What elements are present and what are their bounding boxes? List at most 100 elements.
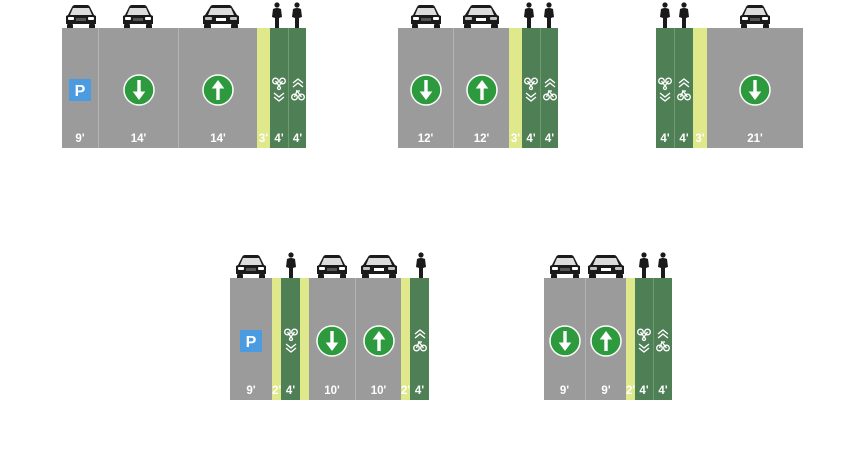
vehicle-car-rear bbox=[202, 4, 240, 30]
sharrow-down-icon bbox=[272, 76, 286, 104]
lane-strip: 12' 12' 3' 4' 4' bbox=[398, 28, 558, 148]
cross-section-4: P 9' 2' 4' 10' 10' 2' 4' bbox=[230, 250, 430, 400]
parking-sign-text: P bbox=[75, 83, 86, 100]
lane-bike: 4' bbox=[656, 28, 674, 148]
lane-parking: P 9' bbox=[62, 28, 98, 148]
lane-travel: 12' bbox=[453, 28, 509, 148]
lane-bike: 4' bbox=[288, 28, 306, 148]
cyclist-icon bbox=[658, 252, 668, 279]
lane-travel: 10' bbox=[309, 278, 355, 400]
sharrow-up-icon bbox=[412, 327, 427, 355]
car-front-icon bbox=[550, 255, 580, 279]
arrow-down-icon bbox=[739, 74, 771, 107]
lane-width-label: 4' bbox=[414, 385, 425, 397]
lane-width-label: 4' bbox=[544, 133, 555, 145]
lane-width-label: 9' bbox=[246, 385, 256, 397]
arrow-up-icon bbox=[465, 74, 498, 107]
lane-strip: 9' 9' 2' 4' 4' bbox=[544, 278, 672, 400]
cross-section-5: 9' 9' 2' 4' 4' bbox=[544, 250, 674, 400]
lane-width-label: 21' bbox=[747, 133, 763, 145]
sharrow-up-icon bbox=[542, 76, 557, 104]
lane-width-label: 2' bbox=[401, 385, 411, 397]
lane-buffer: 2' bbox=[401, 278, 410, 400]
lane-bike: 4' bbox=[635, 278, 653, 400]
lane-width-label: 4' bbox=[639, 385, 649, 397]
lane-parking: P 9' bbox=[230, 278, 272, 400]
car-front-icon bbox=[236, 255, 266, 279]
lane-width-label: 9' bbox=[559, 385, 570, 397]
lane-width-label: 4' bbox=[660, 133, 670, 145]
cross-section-1: P 9' 14' 14' 3' 4' 4' bbox=[62, 0, 306, 150]
cyclist-icon bbox=[679, 2, 689, 29]
vehicle-car-rear bbox=[360, 254, 398, 280]
lane-buffer bbox=[300, 278, 309, 400]
arrow-up-icon bbox=[362, 325, 395, 358]
vehicle-cyclist bbox=[522, 2, 536, 30]
arrow-down-icon bbox=[409, 74, 442, 107]
vehicle-car-front bbox=[739, 4, 771, 30]
sharrow-down-icon bbox=[658, 76, 672, 104]
lane-bike: 4' bbox=[270, 28, 288, 148]
vehicle-cyclist bbox=[637, 252, 651, 280]
lane-buffer: 3' bbox=[693, 28, 707, 148]
cyclist-icon bbox=[524, 2, 534, 29]
vehicle-car-front bbox=[65, 4, 97, 30]
lane-width-label: 4' bbox=[526, 133, 536, 145]
car-rear-icon bbox=[588, 255, 624, 279]
vehicle-cyclist bbox=[677, 2, 691, 30]
lane-bike: 4' bbox=[410, 278, 429, 400]
arrow-down-icon bbox=[548, 325, 581, 358]
arrow-down-icon bbox=[316, 325, 348, 358]
car-front-icon bbox=[740, 5, 770, 29]
lane-travel: 10' bbox=[355, 278, 401, 400]
car-rear-icon bbox=[203, 5, 239, 29]
car-rear-icon bbox=[463, 5, 499, 29]
lane-travel: 14' bbox=[98, 28, 178, 148]
lane-width-label: 3' bbox=[695, 133, 705, 145]
parking-sign-icon: P bbox=[69, 79, 91, 102]
vehicle-cyclist bbox=[656, 252, 670, 280]
lane-bike: 4' bbox=[281, 278, 300, 400]
sharrow-down-icon bbox=[283, 327, 298, 355]
lane-buffer: 2' bbox=[272, 278, 281, 400]
sharrow-down-icon bbox=[524, 76, 538, 104]
lane-width-label: 2' bbox=[272, 385, 282, 397]
cyclist-icon bbox=[660, 2, 670, 29]
lane-width-label: 4' bbox=[285, 385, 296, 397]
lane-width-label: 10' bbox=[370, 385, 387, 397]
car-front-icon bbox=[411, 5, 441, 29]
cyclist-icon bbox=[416, 252, 426, 279]
lane-strip: P 9' 2' 4' 10' 10' 2' 4' bbox=[230, 278, 429, 400]
parking-sign-icon: P bbox=[240, 330, 262, 353]
vehicle-car-front bbox=[122, 4, 154, 30]
lane-width-label: 12' bbox=[417, 133, 434, 145]
lane-width-label: 10' bbox=[324, 385, 340, 397]
lane-width-label: 12' bbox=[473, 133, 490, 145]
vehicle-car-front bbox=[316, 254, 348, 280]
lane-travel: 12' bbox=[398, 28, 453, 148]
lane-bike: 4' bbox=[540, 28, 558, 148]
lane-travel: 9' bbox=[585, 278, 626, 400]
vehicle-car-front bbox=[410, 4, 442, 30]
cyclist-icon bbox=[544, 2, 554, 29]
lane-strip: P 9' 14' 14' 3' 4' 4' bbox=[62, 28, 306, 148]
lane-bike: 4' bbox=[674, 28, 693, 148]
sharrow-up-icon bbox=[677, 76, 691, 104]
vehicle-car-front bbox=[549, 254, 581, 280]
lane-width-label: 14' bbox=[210, 133, 226, 145]
vehicle-cyclist bbox=[270, 2, 284, 30]
lane-travel: 14' bbox=[178, 28, 257, 148]
vehicle-car-front bbox=[235, 254, 267, 280]
vehicle-cyclist bbox=[658, 2, 672, 30]
cross-section-3: 4' 4' 3' 21' bbox=[656, 0, 804, 150]
sharrow-up-icon bbox=[290, 76, 305, 104]
lane-buffer: 3' bbox=[257, 28, 270, 148]
cyclist-icon bbox=[292, 2, 302, 29]
lane-strip: 4' 4' 3' 21' bbox=[656, 28, 803, 148]
lane-bike: 4' bbox=[653, 278, 672, 400]
lane-width-label: 3' bbox=[510, 133, 521, 145]
car-rear-icon bbox=[361, 255, 397, 279]
vehicle-cyclist bbox=[414, 252, 428, 280]
lane-width-label: 4' bbox=[292, 133, 303, 145]
lane-buffer: 3' bbox=[509, 28, 522, 148]
